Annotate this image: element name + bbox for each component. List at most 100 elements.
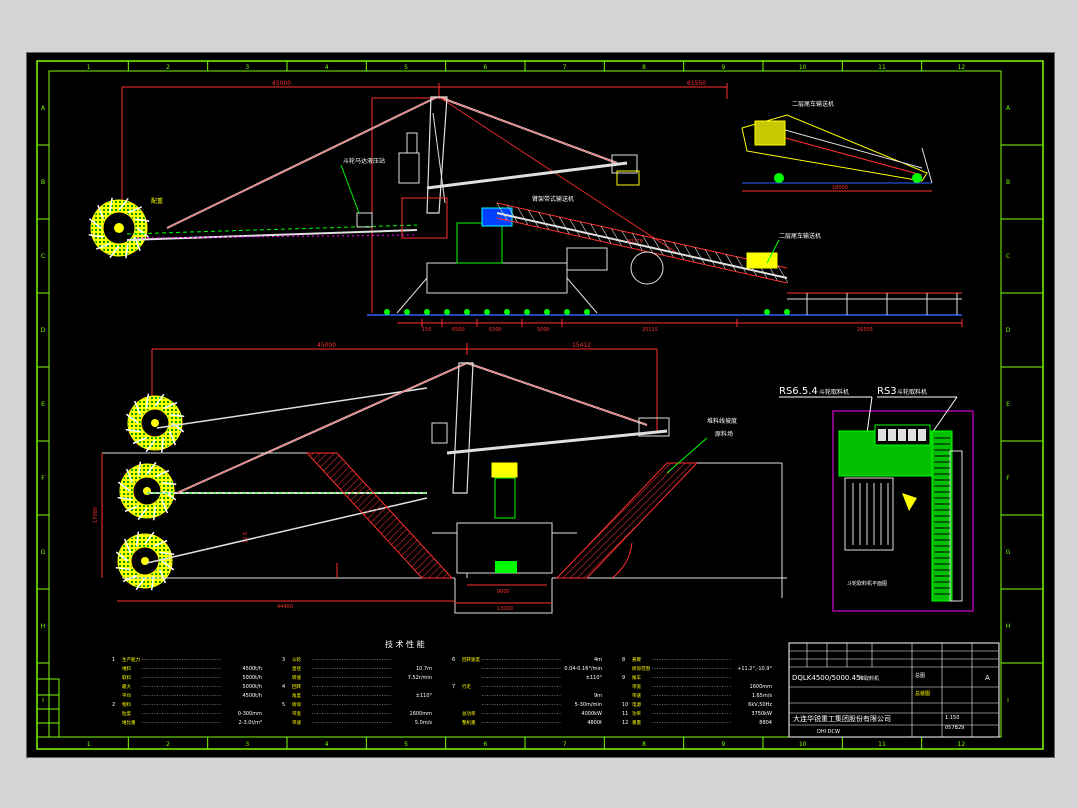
grid-row-label-right: B (1006, 179, 1010, 186)
tech-val: 5000t/h (242, 675, 262, 681)
grid-col-label-bottom: 3 (245, 741, 249, 748)
dim-text-12-5: 12.5 (243, 532, 249, 543)
tb-rev: A (985, 674, 990, 682)
tech-key: 平均 (122, 692, 131, 699)
dim-text-front-45000: 45000 (317, 342, 336, 349)
front-wheel (115, 531, 175, 591)
grid-row-label-left: A (41, 105, 46, 112)
grid-col-label-top: 4 (325, 64, 329, 71)
tech-val: 5000t/h (242, 684, 262, 690)
tech-key: 带宽 (632, 683, 641, 690)
front-elevation: 45000 15412 (93, 342, 787, 614)
grid-col-label-bottom: 8 (642, 741, 646, 748)
tech-val: 5-30m/min (575, 702, 602, 708)
tech-key: 转速 (292, 674, 301, 681)
tech-num: 3 (282, 657, 285, 663)
tb-scale: 1:150 (945, 715, 959, 721)
tech-key: 最大 (122, 683, 131, 690)
grid-col-label-top: 10 (799, 64, 807, 71)
tech-val: 4000kW (581, 711, 602, 717)
inset-label-a-sub: 斗轮取料机 (819, 388, 849, 396)
tech-key: 电源 (632, 701, 641, 708)
dim-text-30270: 30270 (627, 239, 643, 245)
grid-col-label-top: 3 (245, 64, 249, 71)
tech-num: 4 (282, 684, 285, 690)
note-boom-conveyor: 臂架带式输送机 (532, 195, 574, 203)
grid-row-label-right: H (1006, 623, 1011, 630)
front-bucket-wheels (115, 393, 185, 591)
tech-num: 1 (112, 657, 115, 663)
grid-row-label-left: D (41, 327, 46, 334)
grid-ticks (37, 61, 1043, 749)
grid-row-label-right: A (1006, 105, 1011, 112)
note-bucket-wheel: 斗轮马达液压站 (343, 157, 385, 165)
tech-row: 粒度 0-300mm (122, 710, 262, 717)
tech-key: 角度 (292, 692, 301, 699)
grid-row-label-right: C (1006, 253, 1010, 260)
dim-text-18000: 18000 (832, 185, 848, 191)
tech-key: 堆料 (122, 665, 131, 672)
tb-model-suffix: 堆取料机 (859, 675, 879, 682)
grid-col-label-bottom: 7 (563, 741, 567, 748)
tech-key: 尾车 (632, 674, 641, 681)
dim-text-13000: 13000 (497, 606, 513, 612)
tech-num: 6 (452, 657, 455, 663)
tech-key: 行走 (462, 683, 471, 690)
tech-key: 总功率 (462, 710, 476, 717)
tech-val: 3750kW (751, 711, 772, 717)
note-slope2: 原料场 (715, 430, 733, 438)
tech-key: 物料 (122, 701, 131, 708)
dim-text-6500: 6500 (452, 327, 465, 333)
inner-frame (48, 70, 1002, 738)
tech-row: 角度 ±110° (292, 692, 432, 699)
stockpile-left (305, 452, 454, 579)
dim-text-20115: 20115 (642, 327, 658, 333)
grid-row-label-right: D (1006, 327, 1011, 334)
front-wheel (125, 393, 185, 453)
tech-key: 直径 (292, 665, 301, 672)
tb-drawing-name: 总图 (915, 672, 925, 679)
tech-num: 12 (622, 720, 628, 726)
note-slope: 堆料线坡度 (707, 417, 737, 425)
title-block: DQLK4500/5000.45 堆取料机 总图 A 总装图 大连华锐重工集团股… (788, 642, 1000, 738)
tech-val: 8804 (759, 720, 772, 726)
boom-belt-top (126, 229, 418, 241)
tech-row: 0.04-0.16°/min (482, 666, 602, 672)
tech-val: ±110° (586, 675, 603, 681)
grid-col-label-top: 1 (87, 64, 91, 71)
dim-text-44400: 44400 (277, 604, 293, 610)
top-elevation: 斗轮马达液压站 臂架带式输送机 二层尾车输送机 配重 45000 61550 1… (88, 80, 963, 333)
tech-key: 回转 (292, 683, 301, 690)
tech-key: 整机重 (462, 719, 476, 726)
tech-key: 粒度 (122, 710, 131, 717)
tech-key: 俯仰 (292, 701, 301, 708)
tech-val: ±110° (416, 693, 433, 699)
tech-key: 俯仰范围 (632, 665, 650, 672)
grid-row-label-right: G (1006, 549, 1011, 556)
grid-col-label-bottom: 5 (404, 741, 408, 748)
tech-val: 0.04-0.16°/min (564, 666, 602, 672)
tech-num: 5 (282, 702, 285, 708)
tech-row: 9m (482, 693, 602, 699)
front-cw-boom (446, 429, 668, 455)
dim-text-9000: 9000 (497, 589, 510, 595)
tech-val: 2-3.0t/m³ (239, 720, 262, 726)
grid-col-label-bottom: 6 (483, 741, 487, 748)
tech-val: 0-300mm (238, 711, 262, 717)
tech-val: 9m (594, 693, 602, 699)
tech-num: 8 (622, 657, 625, 663)
